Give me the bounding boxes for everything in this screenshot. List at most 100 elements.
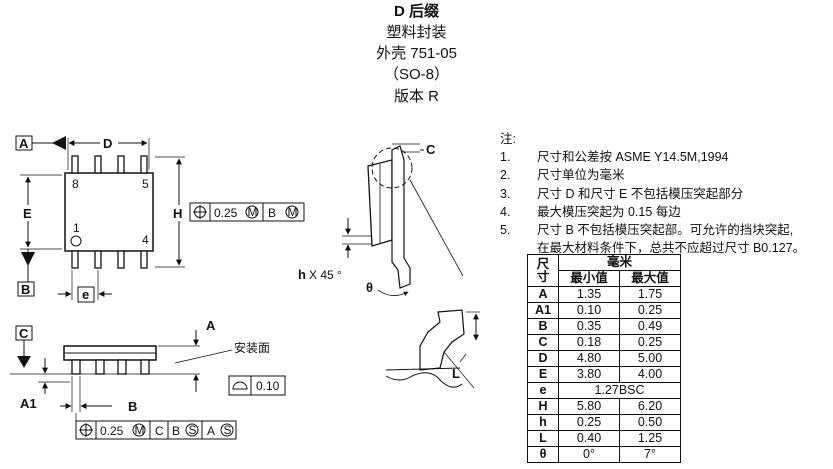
end-view: C h X 45 ° θ L [298,142,480,389]
table-header-max: 最大值 [619,270,681,287]
fcf2-datum-3: A [207,424,215,438]
title-case: 外壳 751-05 [376,45,457,62]
title-version: 版本 R [393,88,439,105]
notes-title: 注: [500,132,516,146]
table-cell-max: 4.00 [619,366,681,383]
title-package: 塑料封装 [386,24,447,41]
table-cell-max: 5.00 [619,350,681,367]
datum-b-triangle [21,252,35,266]
dim-a-label: A [206,318,216,333]
table-cell-symbol: C [527,334,559,351]
table-cell-symbol: B [527,318,559,335]
dim-d-label: D [103,136,112,151]
table-cell-symbol: L [527,430,559,447]
mmc-icon-2 [285,205,299,219]
table-cell-min: 0.35 [558,318,620,335]
fcf1-datum: B [268,206,276,220]
fcf2-modifier: M [135,423,145,437]
table-cell-max: 0.25 [619,302,681,319]
table-cell-max: 7° [619,446,681,463]
fcf-position-1: 0.25 M B M [189,202,305,222]
note-continuation: 在最大材料条件下，总共不应超过尺寸 B0.127。 [537,241,806,256]
table-cell-symbol: A [527,286,559,303]
table-cell-max: 0.25 [619,334,681,351]
fcf2-tolerance: 0.25 [100,424,124,438]
flatness-value: 0.10 [256,379,280,393]
dim-h-label: H [173,206,182,221]
table-cell-span: 1.27BSC [558,382,681,399]
detail-circle [371,147,413,189]
mmc-icon [245,205,259,219]
table-cell-symbol: D [527,350,559,367]
table-cell-symbol: E [527,366,559,383]
table-cell-min: 3.80 [558,366,620,383]
pin-4-label: 4 [142,233,149,247]
dim-l-label: L [452,366,460,381]
dim-b-label: B [128,399,137,414]
fcf1-tolerance: 0.25 [214,206,238,220]
dim-c-label: C [426,142,436,157]
dim-e-pitch-label: e [82,287,89,302]
table-cell-min: 4.80 [558,350,620,367]
dim-h-chamfer-label: h [298,267,306,282]
title-suffix: D 后缀 [393,3,439,20]
profile-icon [232,381,248,390]
dim-theta-label: θ [366,280,373,295]
fcf1-datum-modifier: M [288,205,298,219]
detail-lead [419,309,465,371]
fcf-flatness: 0.10 [228,375,286,396]
table-cell-min: 1.35 [558,286,620,303]
dim-e-label: E [23,206,32,221]
pin1-marker [70,235,82,247]
datum-a-triangle [52,136,66,150]
table-header-symbol: 尺 寸 [527,254,559,287]
datum-a-label: A [19,136,29,151]
table-cell-max: 1.75 [619,286,681,303]
datum-b-box [17,281,35,297]
pin-5-label: 5 [142,177,149,191]
dim-x45-label: X 45 ° [309,268,342,282]
fcf-position-2: 0.25 M C B S A S [75,413,237,440]
table-cell-max: 1.25 [619,430,681,447]
fcf1-modifier: M [248,205,258,219]
table-cell-symbol: θ [527,446,559,463]
table-header-min: 最小值 [558,270,620,287]
table-cell-min: 5.80 [558,398,620,415]
dim-e-pitch-box [77,286,95,303]
top-view: A D 8 5 1 4 E [15,134,305,303]
table-cell-max: 0.49 [619,318,681,335]
title-outline: （SO-8） [383,66,449,83]
table-cell-max: 6.20 [619,398,681,415]
table-cell-min: 0.18 [558,334,620,351]
table-cell-symbol: e [527,382,559,399]
fcf2-datum-2-modifier: S [189,423,197,437]
table-cell-min: 0.25 [558,414,620,431]
table-cell-min: 0.10 [558,302,620,319]
datum-b-label: B [21,282,30,297]
fcf2-datum-1: C [155,424,164,438]
notes: 注: 1.尺寸和公差按 ASME Y14.5M,1994 2.尺寸单位为毫米 3… [500,130,805,257]
table-cell-symbol: h [527,414,559,431]
note-item: 3.尺寸 D 和尺寸 E 不包括模压突起部分 [500,186,744,201]
note-item: 2.尺寸单位为毫米 [500,168,625,183]
note-item: 4.最大模压突起为 0.15 每边 [500,204,681,219]
fcf2-datum-3-modifier: S [224,423,232,437]
seating-plane-label: 安装面 [234,340,270,355]
table-cell-symbol: H [527,398,559,415]
note-item: 5.尺寸 B 不包括模压突起部。可允许的挡块突起, [500,223,794,238]
dim-a1-label: A1 [20,396,37,411]
fcf2-datum-2: B [172,424,180,438]
datum-c-triangle [17,356,31,368]
